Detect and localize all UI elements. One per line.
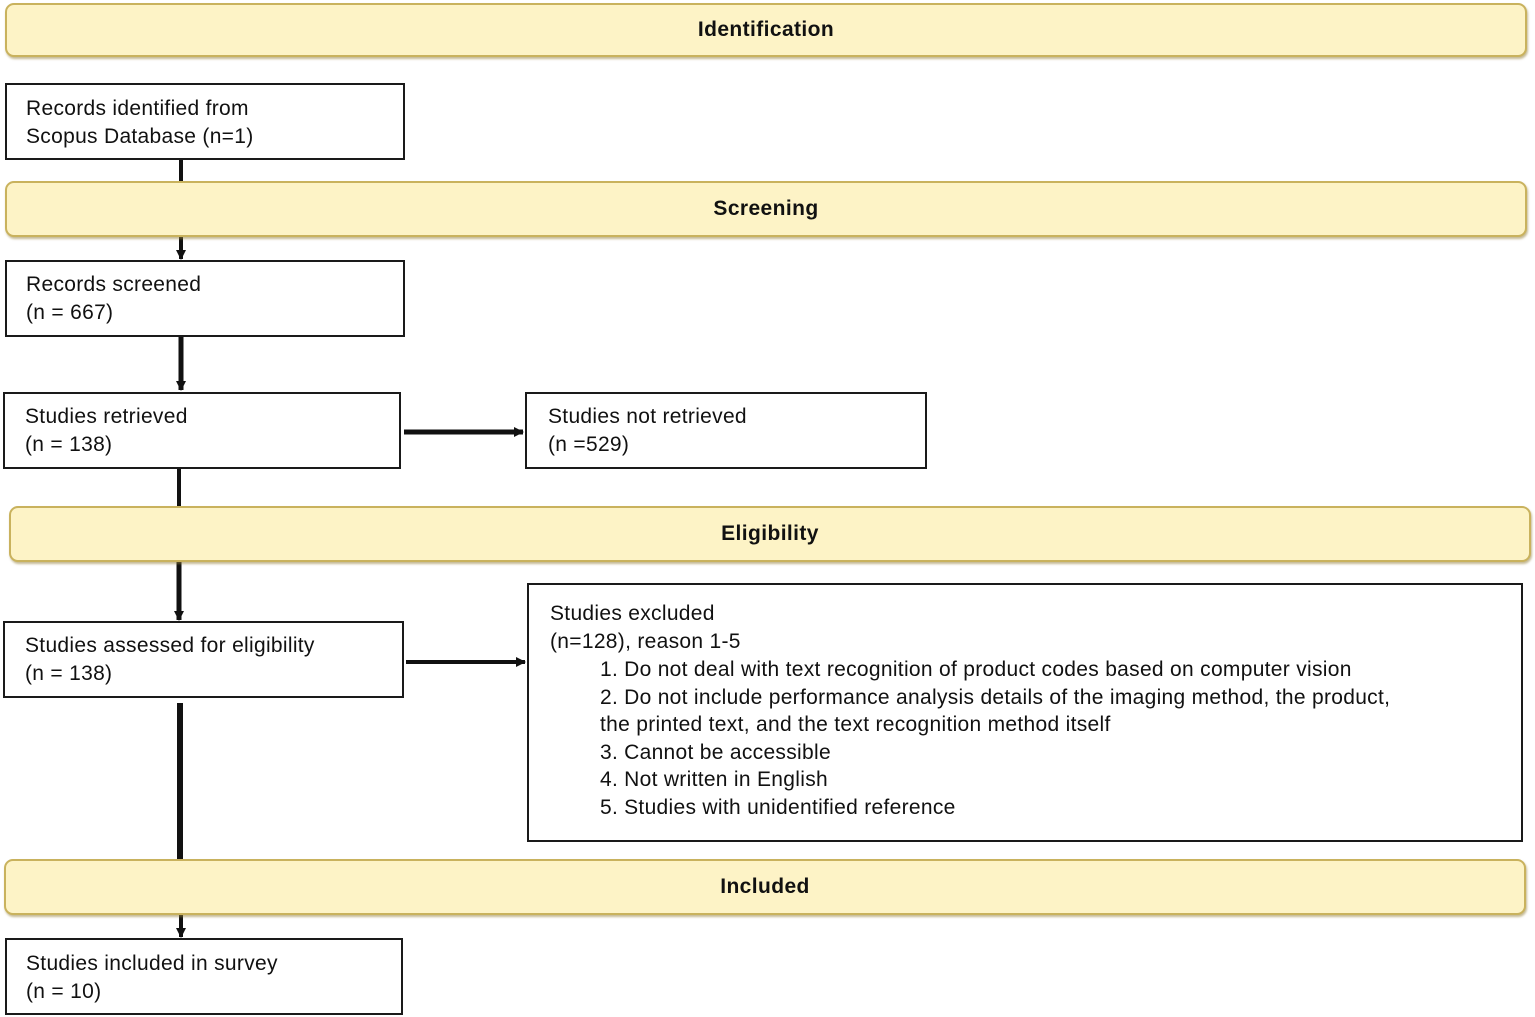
studies-retrieved-line2: (n = 138) <box>25 433 113 456</box>
exclusion-reason-4: 4.Not written in English <box>600 768 828 791</box>
records-identified-line1: Records identified from <box>26 97 249 120</box>
studies-included-line2: (n = 10) <box>26 980 102 1003</box>
records-screened-line2: (n = 667) <box>26 301 114 324</box>
studies-not-retrieved-box: Studies not retrieved (n =529) <box>525 392 927 469</box>
studies-retrieved-line1: Studies retrieved <box>25 405 188 428</box>
studies-included-box: Studies included in survey (n = 10) <box>5 938 403 1015</box>
studies-excluded-line1: Studies excluded <box>550 602 715 625</box>
studies-included-line1: Studies included in survey <box>26 952 278 975</box>
studies-not-retrieved-line1: Studies not retrieved <box>548 405 747 428</box>
records-identified-box: Records identified from Scopus Database … <box>5 83 405 160</box>
exclusion-reason-5: 5.Studies with unidentified reference <box>600 795 956 819</box>
studies-assessed-line1: Studies assessed for eligibility <box>25 634 315 657</box>
stage-identification: Identification <box>5 3 1527 57</box>
stage-screening: Screening <box>5 181 1527 237</box>
stage-identification-label: Identification <box>697 18 835 41</box>
exclusion-reason-2-continued: the printed text, and the text recogniti… <box>600 713 1111 736</box>
exclusion-reason-2: 2.Do not include performance analysis de… <box>600 684 1521 739</box>
records-screened-line1: Records screened <box>26 273 202 296</box>
studies-not-retrieved-line2: (n =529) <box>548 433 630 456</box>
studies-assessed-box: Studies assessed for eligibility (n = 13… <box>3 621 404 698</box>
studies-assessed-line2: (n = 138) <box>25 662 113 685</box>
stage-eligibility: Eligibility <box>9 506 1531 562</box>
stage-screening-label: Screening <box>713 197 819 220</box>
stage-included-label: Included <box>720 875 810 898</box>
studies-retrieved-box: Studies retrieved (n = 138) <box>3 392 401 469</box>
exclusion-reason-1: 1.Do not deal with text recognition of p… <box>600 658 1352 681</box>
studies-excluded-box: Studies excluded (n=128), reason 1-5 1.D… <box>527 583 1523 842</box>
records-screened-box: Records screened (n = 667) <box>5 260 405 337</box>
studies-excluded-line2: (n=128), reason 1-5 <box>550 630 741 653</box>
exclusion-reasons-list: 1.Do not deal with text recognition of p… <box>550 656 1521 821</box>
stage-eligibility-label: Eligibility <box>721 522 819 545</box>
stage-included: Included <box>4 859 1526 915</box>
exclusion-reason-3: 3.Cannot be accessible <box>600 740 831 764</box>
records-identified-line2: Scopus Database (n=1) <box>26 125 254 148</box>
